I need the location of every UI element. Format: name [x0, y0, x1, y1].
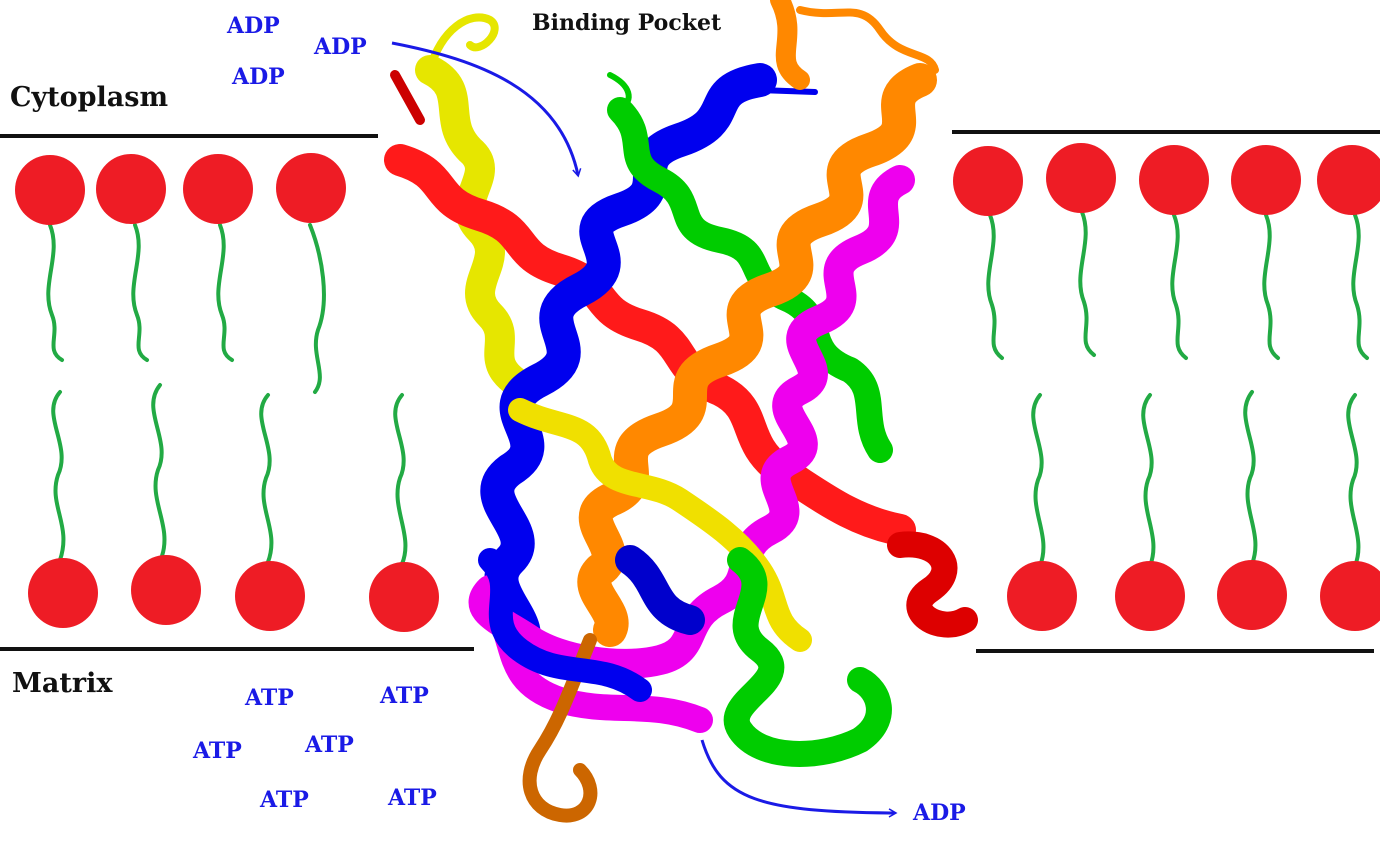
- lipid-tail: [1243, 390, 1258, 566]
- lipid-tail: [1078, 210, 1096, 357]
- lipid-tail: [986, 213, 1004, 360]
- arrow-adp-out: [700, 739, 898, 818]
- phospholipid-head: [183, 154, 253, 224]
- helix-blue-lower: [478, 548, 652, 702]
- lipid-tail: [308, 223, 326, 394]
- adp-out-label: ADP: [912, 800, 966, 826]
- lipid-tail: [1170, 213, 1188, 360]
- atp-label: ATP: [244, 685, 294, 711]
- phospholipid-head: [1046, 143, 1116, 213]
- helix-blue-center: [615, 545, 705, 635]
- phospholipid-head: [276, 153, 346, 223]
- adp-label: ADP: [226, 13, 280, 39]
- atp-label: ATP: [379, 683, 429, 709]
- phospholipid-head: [1217, 560, 1287, 630]
- adp-label: ADP: [313, 34, 367, 60]
- phospholipid-head: [131, 555, 201, 625]
- phospholipid-head: [1320, 561, 1380, 631]
- lipid-tails: [46, 210, 1369, 568]
- labels: Binding Pocket Cytoplasm Matrix ADP ADP …: [10, 10, 966, 826]
- helix-green-loop: [607, 72, 632, 113]
- helix-yellow-lower: [508, 398, 812, 652]
- helix-green-upper: [607, 97, 893, 463]
- lipid-tail: [1141, 393, 1156, 568]
- phospholipid-head: [235, 561, 305, 631]
- transport-arrows: [391, 41, 898, 818]
- helix-orange: [577, 63, 937, 647]
- lipid-tail: [393, 393, 408, 566]
- phospholipid-head: [96, 154, 166, 224]
- phospholipid-head: [28, 558, 98, 628]
- lipid-tail: [151, 383, 167, 558]
- lipid-tail: [1262, 213, 1280, 360]
- phospholipid-heads: [15, 143, 1380, 632]
- atp-label: ATP: [259, 787, 309, 813]
- cytoplasm-label: Cytoplasm: [10, 82, 168, 113]
- lipid-tail: [51, 390, 66, 562]
- helix-blue: [480, 63, 777, 667]
- binding-pocket-label: Binding Pocket: [532, 10, 722, 36]
- transporter-protein: [384, 0, 978, 823]
- lipid-tail: [1351, 213, 1369, 360]
- lipid-tail: [216, 223, 234, 362]
- adp-label: ADP: [231, 64, 285, 90]
- lipid-tail: [1346, 393, 1361, 568]
- helix-magenta: [468, 165, 915, 679]
- matrix-label: Matrix: [12, 668, 113, 699]
- helix-red-lower: [887, 531, 978, 638]
- lipid-tail: [1031, 393, 1046, 568]
- phospholipid-head: [1231, 145, 1301, 215]
- phospholipid-head: [15, 155, 85, 225]
- atp-label: ATP: [192, 738, 242, 764]
- phospholipid-head: [369, 562, 439, 632]
- helix-orange-top: [770, 0, 810, 90]
- phospholipid-head: [1317, 145, 1380, 215]
- arrow-adp-into-pocket: [391, 41, 582, 178]
- helix-blue-cap: [757, 87, 818, 95]
- atp-label: ATP: [304, 732, 354, 758]
- lipid-tail: [259, 393, 274, 564]
- phospholipid-head: [953, 146, 1023, 216]
- helix-yellow-loop: [426, 13, 499, 74]
- phospholipid-head: [1007, 561, 1077, 631]
- lipid-tail: [46, 223, 64, 362]
- atp-label: ATP: [387, 785, 437, 811]
- helix-green-lower: [724, 547, 892, 767]
- lipid-tail: [131, 223, 149, 362]
- phospholipid-head: [1139, 145, 1209, 215]
- helix-orange-lower-loop: [522, 633, 598, 823]
- phospholipid-head: [1115, 561, 1185, 631]
- helix-red-top: [390, 70, 425, 125]
- helix-orange-loop: [796, 6, 939, 74]
- membrane-lines: [0, 130, 1380, 653]
